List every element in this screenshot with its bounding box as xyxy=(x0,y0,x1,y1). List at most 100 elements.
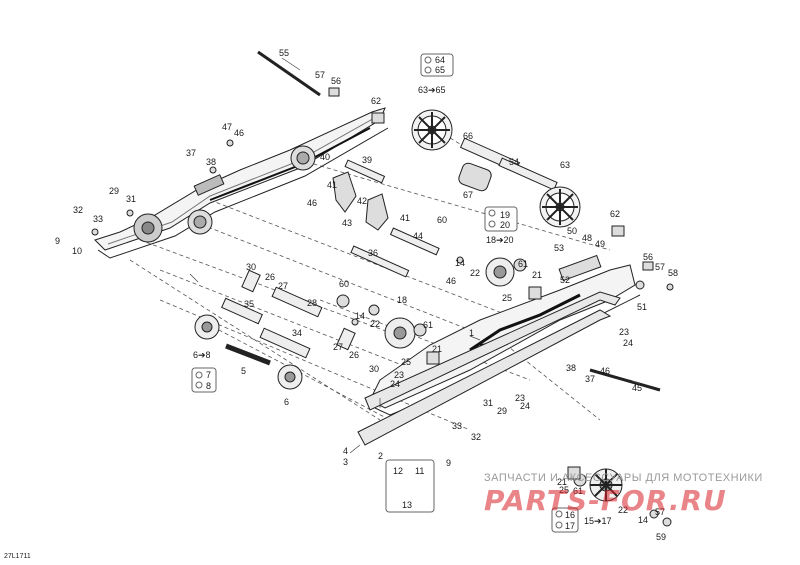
callout-52: 52 xyxy=(560,275,571,285)
wheel-18-left xyxy=(384,317,416,349)
callout-1: 1 xyxy=(469,328,475,338)
callout-2: 2 xyxy=(378,451,384,461)
callout-42: 42 xyxy=(357,196,368,206)
callout-45: 45 xyxy=(632,383,643,393)
callout-46: 46 xyxy=(234,128,245,138)
callout-10: 10 xyxy=(72,246,83,256)
callout-14: 14 xyxy=(455,258,466,268)
callout-26b: 26 xyxy=(349,350,360,360)
callout-63-65: 63➔65 xyxy=(418,85,446,95)
callout-66: 66 xyxy=(463,131,474,141)
callout-25b: 25 xyxy=(401,357,412,367)
callout-46b: 46 xyxy=(307,198,318,208)
callout-29: 29 xyxy=(109,186,120,196)
wheels xyxy=(194,109,623,502)
callout-9: 9 xyxy=(55,236,61,246)
callout-56b: 56 xyxy=(643,252,654,262)
callout-14c: 14 xyxy=(638,515,649,525)
callout-36: 36 xyxy=(368,248,379,258)
callout-41: 41 xyxy=(327,180,338,190)
leader-lines xyxy=(189,57,641,454)
callout-20: 20 xyxy=(500,220,511,230)
watermark-tagline: ЗАПЧАСТИ И АКСЕССУАРЫ ДЛЯ МОТОТЕХНИКИ xyxy=(484,472,763,484)
callout-18: 18 xyxy=(397,295,408,305)
callout-27: 27 xyxy=(278,281,289,291)
callout-62: 62 xyxy=(371,96,382,106)
wheel-6-lower xyxy=(277,364,303,390)
callout-55: 55 xyxy=(279,48,290,58)
callout-17: 17 xyxy=(565,521,576,531)
callout-67: 67 xyxy=(463,190,474,200)
callout-12: 12 xyxy=(393,466,404,476)
callout-63: 63 xyxy=(560,160,571,170)
callout-24: 24 xyxy=(623,338,634,348)
callout-16: 16 xyxy=(565,510,576,520)
callout-24b: 24 xyxy=(390,379,401,389)
callout-43: 43 xyxy=(342,218,353,228)
wheel-63-upper xyxy=(411,109,453,151)
callout-31b: 31 xyxy=(483,398,494,408)
callout-56: 56 xyxy=(331,76,342,86)
wheel-63-lower xyxy=(539,186,581,228)
callout-57b: 57 xyxy=(655,262,666,272)
callout-40: 40 xyxy=(320,152,331,162)
callout-60: 60 xyxy=(437,215,448,225)
wheel-6-upper xyxy=(194,314,220,340)
kit-boxes xyxy=(191,53,579,533)
callout-47: 47 xyxy=(222,122,233,132)
callout-46c: 46 xyxy=(446,276,457,286)
callout-38b: 38 xyxy=(566,363,577,373)
callout-9b: 9 xyxy=(446,458,452,468)
callout-65: 65 xyxy=(435,65,446,75)
callout-22b: 22 xyxy=(370,319,381,329)
callout-23c: 23 xyxy=(515,393,526,403)
left-rail xyxy=(94,107,389,259)
callout-23: 23 xyxy=(619,327,630,337)
small-hardware xyxy=(91,87,674,527)
callout-21b: 21 xyxy=(432,344,443,354)
callout-13: 13 xyxy=(402,500,413,510)
callout-11: 11 xyxy=(415,466,425,476)
callout-62b: 62 xyxy=(610,209,621,219)
callout-25: 25 xyxy=(502,293,513,303)
slide-rails xyxy=(357,291,621,446)
callout-7: 7 xyxy=(206,370,212,380)
callout-38: 38 xyxy=(206,157,217,167)
callout-59: 59 xyxy=(656,532,667,542)
callout-24c: 24 xyxy=(520,401,531,411)
callout-21c: 21 xyxy=(557,477,568,487)
callout-44: 44 xyxy=(413,231,424,241)
callout-32: 32 xyxy=(73,205,84,215)
callout-4: 4 xyxy=(343,446,349,456)
callout-61b: 61 xyxy=(423,320,434,330)
callout-33b: 33 xyxy=(452,421,463,431)
callout-22c: 22 xyxy=(618,505,629,515)
shafts xyxy=(221,50,661,392)
callout-54: 54 xyxy=(509,157,520,167)
wheel-67 xyxy=(458,162,492,192)
wheel-15-17 xyxy=(589,468,623,502)
callout-6-8: 6➔8 xyxy=(193,350,211,360)
callout-33: 33 xyxy=(93,214,104,224)
callout-23b: 23 xyxy=(394,370,405,380)
callout-41b: 41 xyxy=(400,213,411,223)
callout-35: 35 xyxy=(244,299,255,309)
callout-26: 26 xyxy=(265,272,276,282)
diagram-code: 27L1711 xyxy=(4,553,31,560)
callout-31: 31 xyxy=(126,194,137,204)
callout-30: 30 xyxy=(246,262,257,272)
callout-53: 53 xyxy=(554,243,565,253)
callout-32b: 32 xyxy=(471,432,482,442)
callout-28: 28 xyxy=(307,298,318,308)
callout-5: 5 xyxy=(241,366,247,376)
callout-64: 64 xyxy=(435,55,446,65)
callout-60b: 60 xyxy=(339,279,350,289)
callout-8: 8 xyxy=(206,381,212,391)
callout-48: 48 xyxy=(582,233,593,243)
callout-27b: 27 xyxy=(333,342,344,352)
callout-15-17: 15➔17 xyxy=(584,516,612,526)
callout-14b: 14 xyxy=(355,311,366,321)
callout-58: 58 xyxy=(668,268,679,278)
watermark-logo: PARTS-FOR.RU xyxy=(484,484,727,517)
